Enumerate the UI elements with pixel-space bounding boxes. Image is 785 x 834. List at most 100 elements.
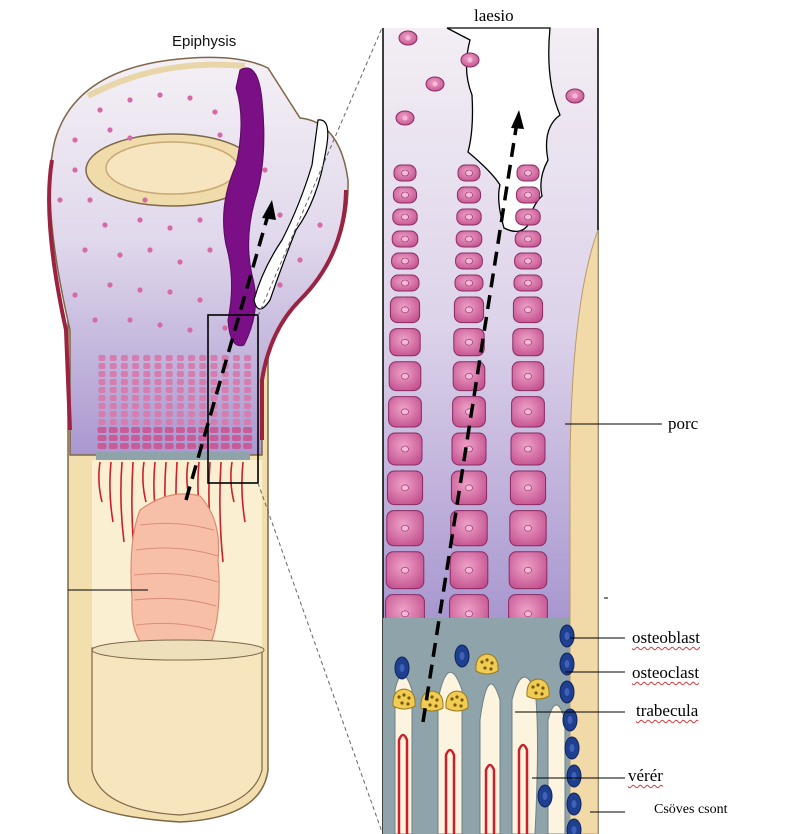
- resting-nucleus: [467, 57, 473, 63]
- osteoclast-nucleus: [460, 698, 464, 702]
- resting-nucleus: [432, 81, 438, 87]
- growth-plate-cell: [154, 403, 162, 409]
- growth-plate-cell: [188, 403, 196, 409]
- growth-plate-cell: [165, 395, 173, 401]
- osteoblast-nucleus: [564, 632, 570, 640]
- growth-plate-cell: [165, 363, 173, 369]
- label-csoves-csont: Csöves csont: [654, 802, 728, 817]
- osteoclast-cell: [392, 688, 416, 710]
- growth-plate-cell: [98, 379, 106, 385]
- growth-plate-cell: [188, 411, 196, 417]
- osteoclast-nucleus: [434, 704, 438, 708]
- growth-plate-cell: [109, 419, 117, 425]
- lesion-arrow-right: [421, 121, 519, 723]
- osteoclast-nucleus: [402, 693, 406, 697]
- growth-plate-cell: [244, 419, 252, 425]
- chondrocyte-dot: [317, 222, 323, 228]
- chondrocyte-nucleus: [465, 306, 473, 314]
- osteoclast-nucleus: [459, 704, 463, 708]
- growth-plate-cell: [119, 427, 129, 433]
- growth-plate-cell: [98, 419, 106, 425]
- growth-plate-cell: [232, 419, 240, 425]
- osteoclast-nucleus: [490, 661, 494, 665]
- label-porc: porc: [668, 414, 699, 433]
- growth-plate-cell: [176, 371, 184, 377]
- growth-plate-cell: [188, 419, 196, 425]
- growth-plate-cell: [143, 371, 151, 377]
- chondrocyte-dot: [177, 259, 183, 265]
- periosteum-right: [260, 189, 348, 440]
- osteoblast-nucleus: [571, 772, 577, 780]
- osteoblast-nucleus: [564, 660, 570, 668]
- growth-plate-cell: [153, 427, 163, 433]
- osteoclast-nucleus: [428, 703, 432, 707]
- growth-plate-cell: [221, 379, 229, 385]
- growth-plate-cell: [143, 411, 151, 417]
- metaphysis-vessel: [219, 461, 224, 563]
- growth-plate-cell: [176, 363, 184, 369]
- lesion-arrowhead-left: [262, 200, 276, 220]
- growth-plate-cell: [154, 379, 162, 385]
- chondrocyte-nucleus: [524, 524, 532, 532]
- chondrocyte-dot: [127, 317, 133, 323]
- osteoclast-nucleus: [536, 683, 540, 687]
- growth-plate-cell: [109, 355, 117, 361]
- chondrocyte-dot: [127, 135, 133, 141]
- growth-plate-cell: [175, 435, 185, 441]
- osteoblast-nucleus: [542, 792, 548, 800]
- growth-plate-cell: [97, 443, 107, 449]
- osteoclast-nucleus: [450, 697, 454, 701]
- chondrocyte-nucleus: [401, 372, 409, 380]
- marrow-pockets: [394, 671, 566, 834]
- chondrocyte-dot: [142, 197, 148, 203]
- chondrocyte-nucleus: [401, 235, 409, 243]
- metaphysis-vessel: [120, 461, 125, 543]
- chondrocyte-dot: [97, 107, 103, 113]
- label-laesio: laesio: [474, 6, 514, 25]
- growth-plate-cell: [154, 371, 162, 377]
- chondrocyte-nucleus: [524, 279, 532, 287]
- growth-plate-cell: [154, 355, 162, 361]
- resting-nucleus: [402, 115, 408, 121]
- osteoblast-nucleus: [459, 652, 465, 660]
- growth-plate-cell: [199, 403, 207, 409]
- chondrocyte-nucleus: [401, 279, 409, 287]
- chondrocyte-dot: [107, 282, 113, 288]
- chondrocyte-dot: [107, 127, 113, 133]
- growth-plate-cell: [176, 403, 184, 409]
- growth-plate-cell: [221, 395, 229, 401]
- marrow-pocket: [547, 704, 566, 834]
- lesion-arrow-left: [184, 214, 270, 501]
- chondrocyte-nucleus: [401, 566, 409, 574]
- chondrocyte-dot: [262, 167, 268, 173]
- metaphysis-vessel: [230, 461, 235, 503]
- growth-plate-cell: [120, 387, 128, 393]
- growth-plate-cell: [119, 435, 129, 441]
- chondrocyte-dot: [277, 282, 283, 288]
- marrow-pocket: [511, 676, 538, 834]
- osteoblast-nucleus: [399, 664, 405, 672]
- growth-plate-cell: [165, 419, 173, 425]
- growth-plate-cell: [220, 427, 230, 433]
- growth-plate-cell: [210, 379, 218, 385]
- growth-plate-cell: [154, 411, 162, 417]
- growth-plate-cell: [131, 435, 141, 441]
- growth-plate-cell: [231, 443, 241, 449]
- metaphysis-vessel: [241, 461, 246, 523]
- growth-plate-cell: [143, 363, 151, 369]
- growth-plate-cell: [97, 435, 107, 441]
- osteoclast-cells: [392, 653, 550, 712]
- growth-plate-cell: [132, 379, 140, 385]
- growth-plate-cell: [243, 443, 253, 449]
- growth-plate-cell: [209, 443, 219, 449]
- growth-plate-cell: [109, 395, 117, 401]
- chondrocyte-nucleus: [524, 257, 532, 265]
- chondrocyte-nucleus: [524, 235, 532, 243]
- chondrocyte-dot: [72, 292, 78, 298]
- chondrocyte-dot: [72, 167, 78, 173]
- growth-plate-cell: [244, 403, 252, 409]
- growth-plate-cell: [176, 411, 184, 417]
- growth-plate-cell: [109, 403, 117, 409]
- growth-plate-cell: [132, 411, 140, 417]
